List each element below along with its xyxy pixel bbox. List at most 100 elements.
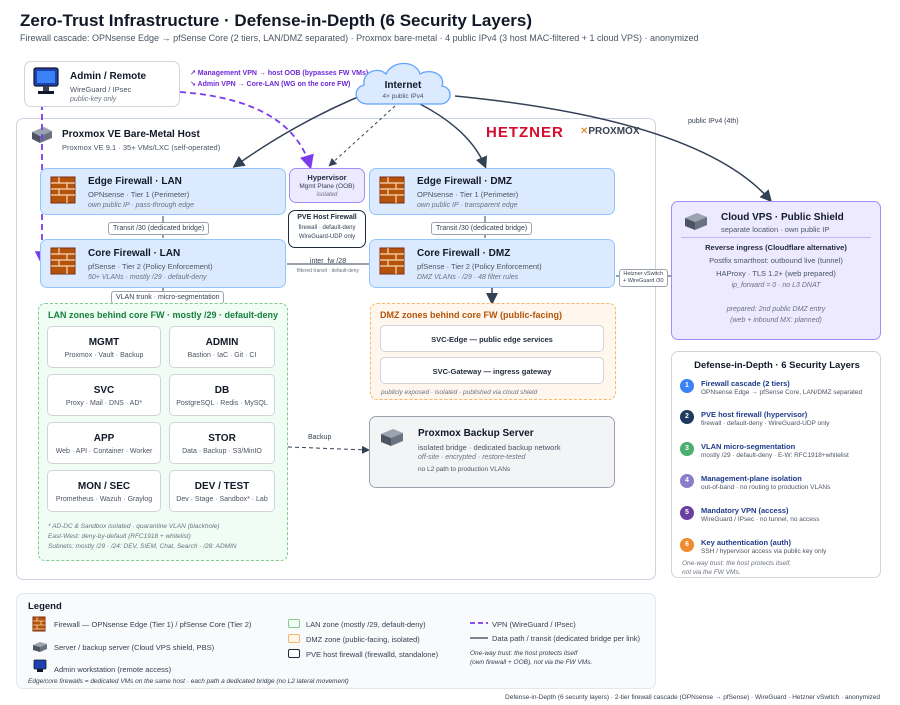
core-firewall-dmz (369, 239, 615, 288)
dmz-footnote: publicly exposed · isolated · published … (381, 389, 538, 396)
core-lan-note: 50+ VLANs · mostly /29 · default-deny (88, 274, 207, 281)
lan-zones-title: LAN zones behind core FW · mostly /29 · … (48, 310, 279, 320)
page-title: Zero-Trust Infrastructure · Defense-in-D… (20, 11, 533, 30)
admin-sub: WireGuard / IPsec (70, 85, 132, 94)
pve-fw-line2: WireGuard-UDP only (298, 234, 356, 240)
hypervisor-card (289, 168, 365, 203)
admin-title: Admin / Remote (70, 71, 147, 82)
cloud-line-3: ip_forward = 0 · no L3 DNAT (731, 282, 821, 289)
page-footer: Defense-in-Depth (6 security layers) · 2… (505, 694, 880, 701)
mgmt-vpn-label: ↗ Management VPN → host OOB (bypasses FW… (190, 70, 369, 77)
pve-host-firewall-card (288, 210, 366, 248)
legend-workstation: Admin workstation (remote access) (54, 665, 172, 674)
cloud-divider (681, 237, 871, 238)
cloud-icon (348, 58, 458, 115)
firewall-icon (32, 616, 46, 637)
hypervisor-note: isolated (316, 192, 338, 198)
internet-to-hypervisor-line (328, 105, 396, 167)
legend-trust-1: One-way trust: the host protects itself (470, 650, 578, 657)
firewall-icon (50, 246, 76, 275)
legend-line-swatches (470, 622, 488, 639)
edge-lan-title: Edge Firewall · LAN (88, 176, 182, 187)
backup-label: Backup (308, 434, 332, 441)
legend-vpn: VPN (WireGuard / IPsec) (492, 620, 576, 629)
pbs-note: off-site · encrypted · restore-tested (418, 454, 526, 461)
cloud-line-2: HAProxy · TLS 1.2+ (web prepared) (716, 269, 836, 278)
layers-foot-2: not via the FW VMs. (682, 569, 741, 576)
legend-data: Data path / transit (dedicated bridge pe… (492, 634, 640, 643)
proxmox-logo: ✕PROXMOX (580, 126, 640, 137)
pve-fw-title: PVE Host Firewall (297, 214, 357, 221)
cloud-sub: separate location · own public IP (721, 225, 830, 234)
public-ipv4-label: public IPv4 (4th) (688, 118, 739, 125)
legend-pvefw: PVE host firewall (firewalld, standalone… (306, 650, 439, 659)
legend-card (16, 593, 656, 689)
legend-lan: LAN zone (mostly /29, default-deny) (306, 620, 426, 629)
server-icon (379, 428, 405, 453)
internet-to-edge-lan-line (232, 91, 371, 168)
pbs-line: no L2 path to production VLANs (418, 466, 511, 473)
legend-trust-2: (own firewall + OOB), not via the FW VMs… (470, 659, 593, 666)
mgmt-vpn-line (179, 91, 314, 170)
legend-firewall: Firewall — OPNsense Edge (Tier 1) / pfSe… (54, 620, 252, 629)
lan-footnote-3: Subnets: mostly /29 · /24: DEV, SIEM, Ch… (48, 543, 237, 550)
admin-vpn-label: ↘ Admin VPN → Core-LAN (WG on the core F… (190, 81, 351, 88)
core-dmz-note: DMZ VLANs · /29 · 48 filter rules (417, 274, 519, 281)
hypervisor-title: Hypervisor (307, 173, 347, 182)
internet-to-cloud-line (454, 95, 772, 203)
dmz-zones-title: DMZ zones behind core FW (public-facing) (380, 310, 562, 320)
host-title: Proxmox VE Bare-Metal Host (62, 129, 200, 140)
cloud-line-1: Postfix smarthost: outbound live (tunnel… (709, 256, 843, 265)
internet-sub: 4× public IPv4 (382, 93, 424, 100)
firewall-icon (50, 175, 76, 204)
transit-lan-label: Transit /30 (dedicated bridge) (108, 222, 210, 235)
core-lan-sub: pfSense · Tier 2 (Policy Enforcement) (88, 262, 213, 271)
cloud-heading: Reverse ingress (Cloudflare alternative) (705, 243, 847, 252)
vswitch-label: Hetzner vSwitch+ WireGuard /30 (619, 269, 668, 287)
hetzner-logo: HETZNER (486, 124, 564, 141)
pbs-title: Proxmox Backup Server (418, 428, 534, 439)
pbs-sub: isolated bridge · dedicated backup netwo… (418, 443, 561, 452)
edge-dmz-title: Edge Firewall · DMZ (417, 176, 513, 187)
cloud-title: Cloud VPS · Public Shield (721, 212, 844, 223)
inter-fw-label: inter_fw /28 (309, 258, 347, 265)
monitor-icon (33, 659, 47, 678)
edge-dmz-sub: OPNsense · Tier 1 (Perimeter) (417, 190, 519, 199)
core-firewall-lan (40, 239, 286, 288)
lan-swatch (288, 619, 300, 628)
core-lan-title: Core Firewall · LAN (88, 248, 181, 259)
core-dmz-title: Core Firewall · DMZ (417, 248, 511, 259)
legend-server: Server / backup server (Cloud VPS shield… (54, 643, 215, 652)
lan-footnote-2: East-West: deny-by-default (RFC1918 + wh… (48, 533, 191, 540)
layers-title: Defense-in-Depth · 6 Security Layers (694, 360, 860, 371)
cloud-note-1: prepared: 2nd public DMZ entry (726, 306, 826, 313)
internet-to-edge-dmz-line (419, 103, 488, 169)
legend-title: Legend (28, 601, 62, 612)
backup-server-card (369, 416, 615, 488)
pve-fw-line1: firewall · default-deny (298, 225, 356, 231)
host-subtitle: Proxmox VE 9.1 · 35+ VMs/LXC (self-opera… (62, 143, 221, 152)
server-icon (32, 640, 48, 658)
edge-lan-sub: OPNsense · Tier 1 (Perimeter) (88, 190, 190, 199)
lan-footnote-1: * AD-DC & Sandbox isolated · quarantine … (48, 523, 220, 530)
server-icon (683, 212, 709, 237)
edge-firewall-dmz (369, 168, 615, 215)
cloud-note-2: (web + inbound MX: planned) (730, 317, 822, 324)
firewall-icon (379, 175, 405, 204)
edge-dmz-note: own public IP · transparent edge (417, 202, 518, 209)
hypervisor-sub: Mgmt Plane (OOB) (299, 183, 355, 190)
dmz-zone-svc-gateway: SVC-Gateway — ingress gateway (380, 357, 604, 384)
pvefw-swatch (288, 649, 300, 658)
layers-foot-1: One-way trust: the host protects itself, (682, 560, 792, 567)
inter-fw-sub: filtered transit · default-deny (297, 268, 359, 274)
server-icon (30, 126, 54, 149)
core-dmz-sub: pfSense · Tier 2 (Policy Enforcement) (417, 262, 542, 271)
legend-footnote: Edge/core firewalls = dedicated VMs on t… (28, 678, 349, 685)
firewall-icon (379, 246, 405, 275)
